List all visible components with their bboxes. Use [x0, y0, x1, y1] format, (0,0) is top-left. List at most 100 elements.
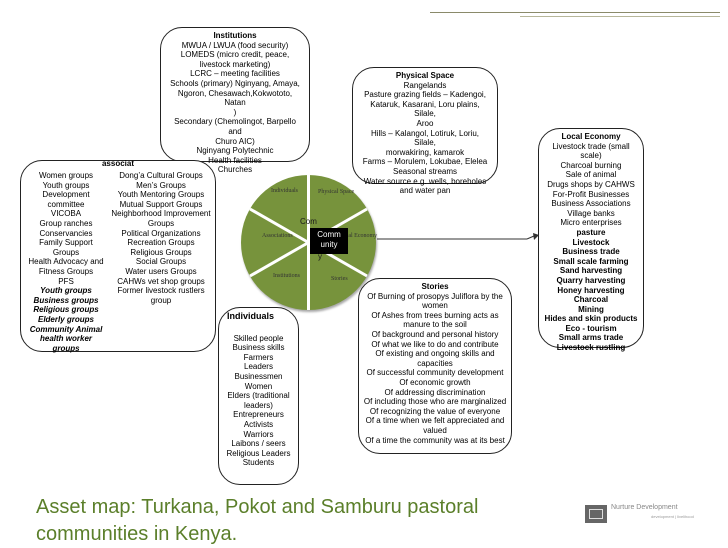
association-item-bold: health worker — [39, 334, 92, 344]
association-item: Men’s Groups — [136, 180, 186, 190]
association-item: Recreation Groups — [127, 238, 195, 248]
arrow-to-local-economy — [377, 233, 539, 240]
local-economy-title: Local Economy — [561, 132, 621, 141]
associations-box: associat Women groups Youth groups Devel… — [20, 159, 216, 353]
economy-line-bold: Mining — [578, 304, 604, 314]
association-item: Family Support — [39, 238, 93, 248]
economy-line: Drugs shops by CAHWS — [547, 179, 635, 189]
institutions-line: Schools (primary) Nginyang, Amaya, — [170, 78, 300, 88]
logo-tagline: development | livelihood — [651, 514, 694, 519]
institutions-line: MWUA / LWUA (food security) — [181, 40, 289, 50]
association-item-bold: Community Animal — [29, 324, 103, 334]
physical-space-line: Kataruk, Kasarani, Loru plains, Silale, — [370, 99, 480, 119]
economy-line-bold: Honey harvesting — [557, 285, 625, 295]
stories-line: valued — [423, 425, 447, 435]
institutions-box: Institutions MWUA / LWUA (food security)… — [160, 27, 310, 174]
association-item: Group ranches — [39, 218, 93, 228]
individuals-line: Skilled people — [233, 333, 284, 343]
association-item: committee — [47, 199, 85, 209]
stories-line: Of Burning of prosopys Juliflora by the — [367, 291, 503, 301]
economy-line: For-Profit Businesses — [552, 189, 630, 199]
individuals-line: Women — [244, 381, 273, 391]
individuals-line: Leaders — [244, 362, 273, 372]
physical-space-line: and water pan — [399, 186, 451, 196]
association-item: Social Groups — [135, 257, 187, 267]
stories-line: Of existing and ongoing skills and — [375, 349, 495, 359]
institutions-line: Nginyang Polytechnic — [196, 146, 274, 156]
economy-line-bold: Livestock — [572, 237, 610, 247]
hub-center-ghost-tail: y — [318, 252, 322, 261]
hub-center-ghost-text: Com — [300, 217, 317, 226]
economy-line-bold: pasture — [576, 227, 606, 237]
economy-line-bold: Quarry harvesting — [556, 275, 626, 285]
physical-space-line: Water source e.g. wells, boreholes — [363, 176, 487, 186]
hub-dividers — [249, 175, 368, 310]
association-item: Dong’a Cultural Groups — [119, 171, 203, 180]
economy-line-bold: Small arms trade — [558, 333, 624, 343]
institutions-line: Ngoron, Chesawach,Kokwototo, Natan — [177, 88, 293, 108]
economy-line: Charcoal burning — [560, 160, 622, 170]
individuals-line: Laibons / seers — [231, 439, 286, 449]
economy-line: Livestock trade (small scale) — [552, 141, 630, 161]
nurture-development-logo: Nurture Development development | liveli… — [585, 504, 713, 526]
stories-line: Of Ashes from trees burning acts as — [371, 310, 499, 320]
hub-divider-lower-left — [249, 241, 310, 278]
association-item: Religious Groups — [130, 247, 192, 257]
individuals-box: Individuals Skilled people Business skil… — [218, 307, 299, 485]
association-item: VICOBA — [50, 209, 82, 219]
association-item: Political Organizations — [121, 228, 201, 238]
stories-line: Of successful community development — [366, 368, 504, 378]
stories-line: Of a time when we felt appreciated and — [365, 416, 505, 426]
association-item: PFS — [58, 276, 74, 286]
stories-line: capacities — [417, 358, 453, 368]
economy-line: Micro enterprises — [560, 218, 622, 228]
association-item: Youth Mentoring Groups — [117, 190, 205, 200]
top-rule — [430, 12, 720, 13]
stories-line: Of addressing discrimination — [384, 387, 486, 397]
institutions-line: LOMEDS (micro credit, peace, — [180, 50, 290, 60]
economy-line-bold: Small scale farming — [553, 256, 629, 266]
economy-line-bold: Charcoal — [573, 295, 609, 305]
hub-segment-institutions: Institutions — [273, 273, 301, 279]
page-title: Asset map: Turkana, Pokot and Samburu pa… — [36, 496, 479, 545]
associations-title: associat — [101, 159, 135, 168]
association-item-bold: groups — [52, 343, 80, 353]
association-item: Neighborhood Improvement — [111, 209, 211, 219]
association-item: Mutual Support Groups — [119, 199, 203, 209]
hub-segment-associations: Associations — [262, 233, 293, 239]
individuals-line: Business skills — [232, 343, 285, 353]
association-item-bold: Youth groups — [40, 286, 92, 296]
stories-line: Of including those who are marginalized — [363, 397, 507, 407]
hub-divider-upper-left — [249, 207, 310, 244]
physical-space-title: Physical Space — [395, 71, 455, 80]
individuals-line: Elders (traditional — [227, 391, 290, 401]
physical-space-line: Hills – Kalangol, Lotiruk, Loriu, Silale… — [370, 128, 480, 148]
physical-space-line: Seasonal streams — [392, 166, 458, 176]
individuals-line: leaders) — [244, 400, 273, 410]
hub-segment-physical-space: Physical Space — [318, 189, 355, 195]
association-item: Health Advocacy and — [28, 257, 104, 267]
institutions-line: LCRC – meeting facilities — [190, 69, 280, 79]
stories-line: Of a time the community was at its best — [365, 435, 505, 445]
associations-right-column: Dong’a Cultural Groups Men’s Groups Yout… — [109, 171, 213, 305]
association-item-bold: Elderly groups — [37, 314, 94, 324]
local-economy-box: Local Economy Livestock trade (small sca… — [538, 128, 644, 352]
hub-center-line: unity — [320, 240, 338, 249]
economy-line: Village banks — [567, 208, 615, 218]
logo-icon — [585, 505, 607, 523]
institutions-line: livestock marketing) — [199, 59, 271, 69]
individuals-line: Warriors — [243, 429, 274, 439]
stories-box: Stories Of Burning of prosopys Juliflora… — [358, 278, 512, 454]
association-item: Groups — [52, 247, 80, 257]
economy-line-bold: Business trade — [562, 247, 620, 257]
individuals-line: Religious Leaders — [226, 448, 291, 458]
individuals-line: Students — [242, 458, 275, 468]
hub-segment-stories: Stories — [331, 276, 348, 282]
stories-title: Stories — [421, 282, 449, 291]
institutions-list: MWUA / LWUA (food security) LOMEDS (micr… — [167, 41, 303, 175]
institutions-title: Institutions — [213, 31, 257, 40]
stories-line: Of recognizing the value of everyone — [369, 406, 501, 416]
hub-center-label: Comm unity — [310, 228, 348, 254]
individuals-title: Individuals — [227, 311, 275, 321]
economy-line: Sale of animal — [565, 170, 617, 180]
